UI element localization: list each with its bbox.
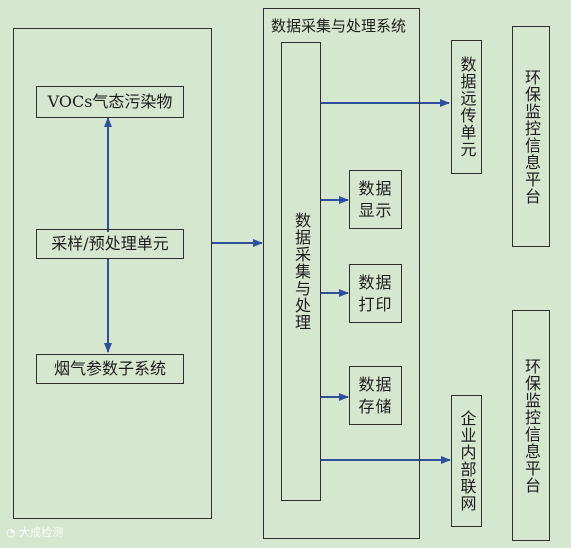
vocs-pollutant-label: VOCs气态污染物 bbox=[47, 92, 173, 111]
watermark-text: 大成检测 bbox=[19, 526, 64, 539]
center-system-container bbox=[263, 8, 420, 539]
watermark-logo: ◔ 大成检测 bbox=[6, 524, 63, 540]
data-print-node: 数据打印 bbox=[349, 264, 402, 323]
data-storage-node: 数据存储 bbox=[349, 366, 402, 425]
center-system-title: 数据采集与处理系统 bbox=[271, 17, 407, 35]
flue-gas-parameter-label: 烟气参数子系统 bbox=[53, 359, 166, 378]
data-display-label: 数据显示 bbox=[358, 178, 393, 220]
env-monitoring-platform-top-label: 环保监控信息平台 bbox=[522, 68, 541, 205]
env-monitoring-platform-top: 环保监控信息平台 bbox=[512, 26, 550, 247]
remote-transmission-node: 数据远传单元 bbox=[451, 40, 482, 174]
sampling-pretreatment-node: 采样/预处理单元 bbox=[36, 229, 184, 259]
remote-transmission-label: 数据远传单元 bbox=[457, 56, 477, 158]
sampling-pretreatment-label: 采样/预处理单元 bbox=[51, 234, 169, 253]
vocs-pollutant-node: VOCs气态污染物 bbox=[36, 86, 184, 118]
data-storage-label: 数据存储 bbox=[358, 374, 393, 416]
data-display-node: 数据显示 bbox=[349, 170, 402, 229]
acquisition-processing-node: 数据采集与处理 bbox=[281, 42, 321, 501]
flue-gas-parameter-node: 烟气参数子系统 bbox=[36, 354, 184, 384]
watermark-icon: ◔ bbox=[6, 526, 20, 539]
acquisition-processing-label: 数据采集与处理 bbox=[292, 212, 311, 331]
left-system-container bbox=[13, 28, 212, 519]
enterprise-intranet-label: 企业内部联网 bbox=[457, 410, 477, 512]
env-monitoring-platform-bottom: 环保监控信息平台 bbox=[512, 310, 550, 541]
env-monitoring-platform-bottom-label: 环保监控信息平台 bbox=[522, 357, 541, 494]
data-print-label: 数据打印 bbox=[358, 272, 393, 314]
enterprise-intranet-node: 企业内部联网 bbox=[451, 395, 482, 527]
